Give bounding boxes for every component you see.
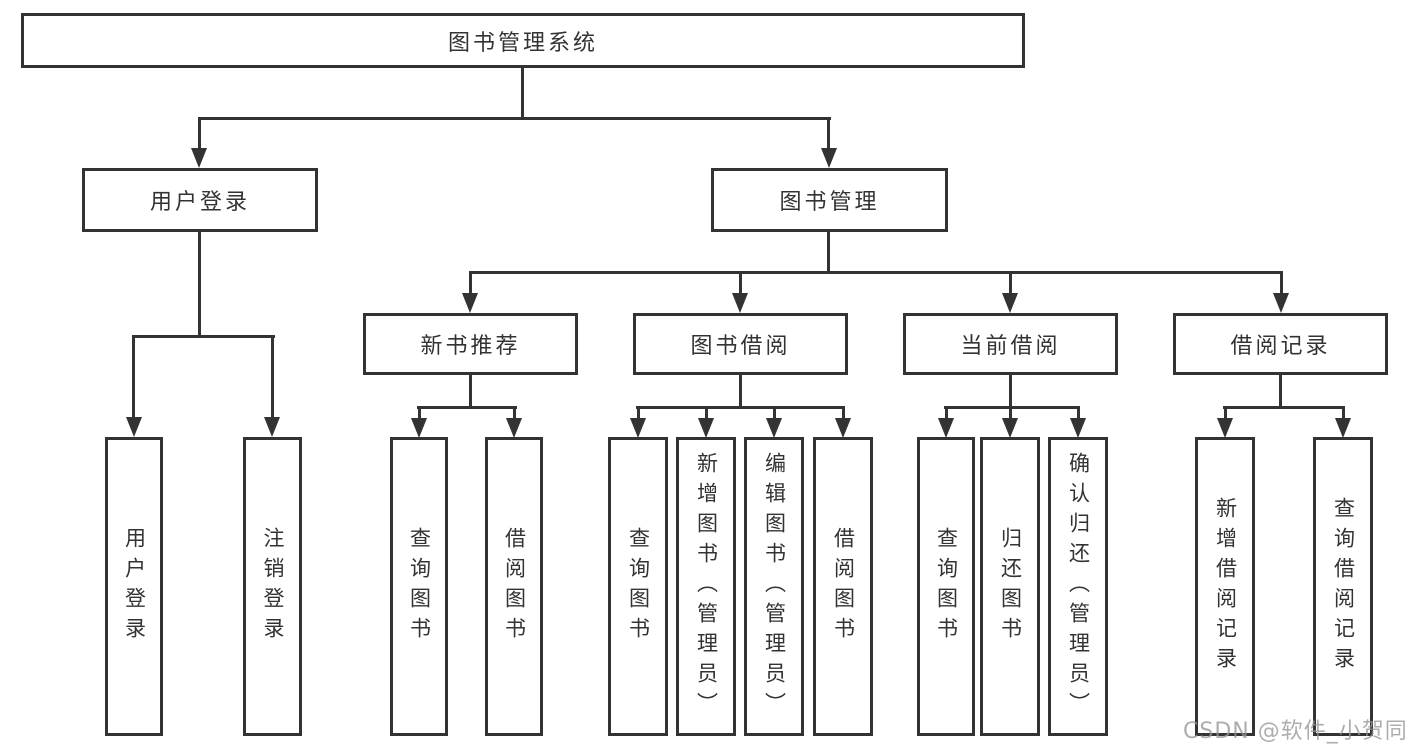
leaf-newbooks-borrow-books: 借阅图书 <box>485 437 543 736</box>
connector-line <box>1223 406 1345 409</box>
connector-line <box>1009 406 1012 422</box>
node-label: 借阅记录 <box>1230 334 1331 359</box>
connector-line <box>1342 406 1345 422</box>
watermark: CSDN @软件_小贺同学 <box>1183 719 1405 744</box>
leaf-logout: 注销登录 <box>243 437 302 736</box>
connector-line <box>521 66 524 119</box>
connector-line <box>1224 406 1227 422</box>
connector-line <box>132 335 135 419</box>
arrow-down-icon <box>1217 418 1233 438</box>
node-library-system: 图书管理系统 <box>21 13 1025 68</box>
connector-line <box>469 271 472 296</box>
node-label: 查询图书 <box>407 526 432 647</box>
connector-line <box>739 373 742 409</box>
connector-line <box>513 406 516 422</box>
node-label: 图书管理系统 <box>447 30 598 56</box>
node-label: 图书借阅 <box>690 334 791 359</box>
node-label: 注销登录 <box>261 526 285 647</box>
connector-line <box>198 117 831 120</box>
arrow-down-icon <box>732 293 748 313</box>
arrow-down-icon <box>1273 293 1289 313</box>
arrow-down-icon <box>411 418 427 438</box>
node-label: 借阅图书 <box>831 526 856 647</box>
leaf-borrow-query-books: 查询图书 <box>608 437 668 736</box>
connector-line <box>1279 373 1282 409</box>
leaf-user-login: 用户登录 <box>105 437 163 736</box>
arrow-down-icon <box>462 293 478 313</box>
connector-line <box>945 406 948 422</box>
arrow-down-icon <box>506 418 522 438</box>
arrow-down-icon <box>264 417 280 437</box>
connector-line <box>132 335 275 338</box>
node-label: 编辑图书（管理员） <box>762 451 787 722</box>
arrow-down-icon <box>698 418 714 438</box>
connector-line <box>469 271 1283 274</box>
node-current-borrow: 当前借阅 <box>903 313 1118 375</box>
connector-line <box>271 335 274 419</box>
node-label: 查询借阅记录 <box>1331 496 1356 677</box>
connector-line <box>637 406 640 422</box>
connector-line <box>198 117 201 151</box>
node-label: 图书管理 <box>779 190 880 215</box>
leaf-borrow-add-books-admin: 新增图书（管理员） <box>676 437 736 736</box>
node-label: 用户登录 <box>149 190 250 215</box>
node-label: 用户登录 <box>122 526 147 647</box>
connector-line <box>827 230 830 273</box>
arrow-down-icon <box>766 418 782 438</box>
node-book-management: 图书管理 <box>711 168 948 232</box>
arrow-down-icon <box>1002 293 1018 313</box>
arrow-down-icon <box>835 418 851 438</box>
connector-line <box>469 373 472 409</box>
node-label: 查询图书 <box>626 526 651 647</box>
leaf-newbooks-query-books: 查询图书 <box>390 437 448 736</box>
connector-line <box>1009 373 1012 409</box>
node-borrow-records: 借阅记录 <box>1173 313 1388 375</box>
arrow-down-icon <box>1335 418 1351 438</box>
node-label: 新增图书（管理员） <box>694 451 719 722</box>
node-book-borrow: 图书借阅 <box>633 313 848 375</box>
leaf-current-return-books: 归还图书 <box>980 437 1040 736</box>
arrow-down-icon <box>821 148 837 168</box>
arrow-down-icon <box>1002 418 1018 438</box>
node-label: 确认归还（管理员） <box>1066 451 1091 722</box>
arrow-down-icon <box>1070 418 1086 438</box>
connector-line <box>636 406 845 409</box>
connector-line <box>773 406 776 422</box>
leaf-borrow-edit-books-admin: 编辑图书（管理员） <box>744 437 804 736</box>
leaf-current-confirm-return-admin: 确认归还（管理员） <box>1048 437 1108 736</box>
node-new-book-recommend: 新书推荐 <box>363 313 578 375</box>
leaf-borrow-borrow-books: 借阅图书 <box>813 437 873 736</box>
leaf-records-add-record: 新增借阅记录 <box>1195 437 1255 736</box>
leaf-records-query-record: 查询借阅记录 <box>1313 437 1373 736</box>
node-label: 查询图书 <box>934 526 959 647</box>
connector-line <box>827 117 830 151</box>
connector-line <box>944 406 1080 409</box>
connector-line <box>1077 406 1080 422</box>
connector-line <box>705 406 708 422</box>
node-label: 当前借阅 <box>960 334 1061 359</box>
connector-line <box>842 406 845 422</box>
arrow-down-icon <box>191 148 207 168</box>
node-label: 借阅图书 <box>502 526 527 647</box>
arrow-down-icon <box>938 418 954 438</box>
arrow-down-icon <box>126 417 142 437</box>
connector-line <box>417 406 517 409</box>
connector-line <box>739 271 742 296</box>
arrow-down-icon <box>630 418 646 438</box>
node-label: 归还图书 <box>998 526 1023 647</box>
node-label: 新增借阅记录 <box>1213 496 1238 677</box>
connector-line <box>1009 271 1012 296</box>
connector-line <box>1280 271 1283 296</box>
node-user-login: 用户登录 <box>82 168 318 232</box>
leaf-current-query-books: 查询图书 <box>917 437 975 736</box>
connector-line <box>418 406 421 422</box>
node-label: 新书推荐 <box>420 334 521 359</box>
connector-line <box>198 230 201 337</box>
